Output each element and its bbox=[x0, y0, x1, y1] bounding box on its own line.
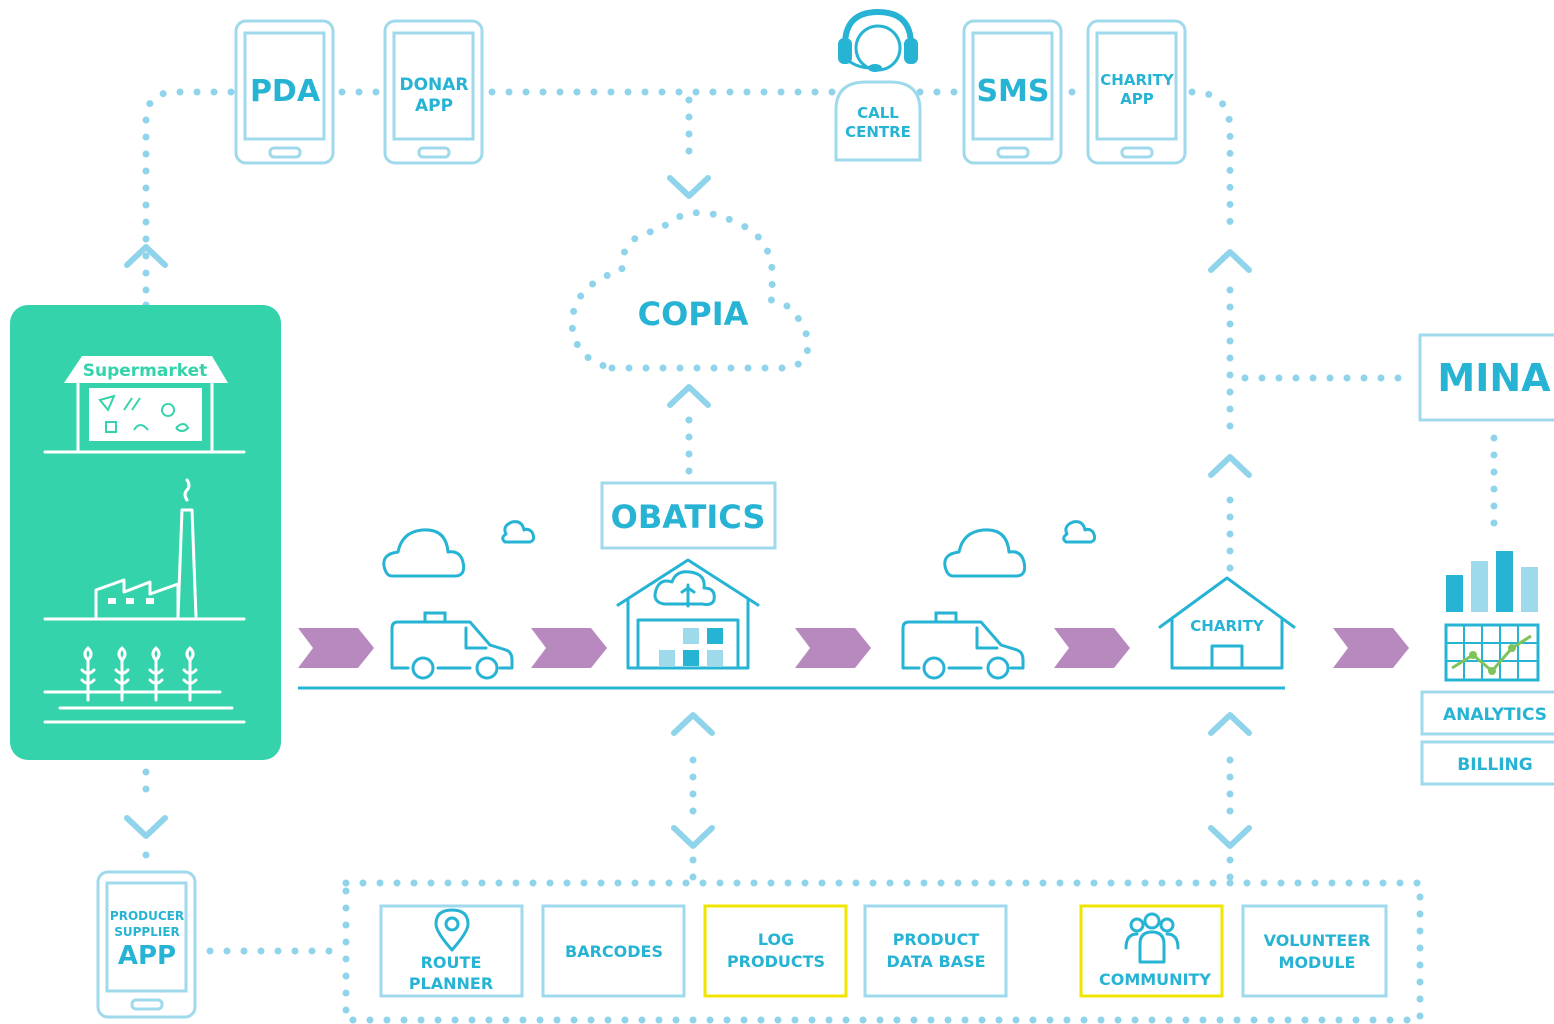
flow-arrow-5 bbox=[1333, 628, 1409, 668]
logistics-flow: CHARITY bbox=[298, 520, 1409, 690]
sms-device[interactable]: SMS bbox=[962, 19, 1063, 165]
obatics-box[interactable]: OBATICS bbox=[600, 481, 777, 550]
delivery-van-icon bbox=[901, 611, 1025, 680]
copia-cloud[interactable]: COPIA bbox=[568, 209, 812, 372]
pda-device[interactable]: PDA bbox=[234, 19, 335, 165]
mina-label: MINA bbox=[1437, 356, 1551, 400]
billing-label: BILLING bbox=[1457, 755, 1532, 775]
factory-icon bbox=[43, 478, 246, 621]
charity-app-label-line1: CHARITY bbox=[1100, 71, 1175, 89]
pda-label: PDA bbox=[250, 74, 321, 109]
headset-icon bbox=[838, 8, 918, 72]
warehouse-icon bbox=[616, 558, 760, 670]
call-centre-label-line2: CENTRE bbox=[845, 123, 911, 141]
volunteer-module[interactable]: VOLUNTEER MODULE bbox=[1241, 904, 1388, 998]
crops-icon bbox=[43, 646, 246, 724]
call-centre[interactable]: CALL CENTRE bbox=[834, 8, 922, 162]
charity-app-label-line2: APP bbox=[1120, 90, 1154, 108]
product-database-label-line2: DATA BASE bbox=[886, 952, 985, 971]
volunteer-module-label-line2: MODULE bbox=[1279, 953, 1356, 972]
analytics-chart-icon bbox=[1444, 551, 1540, 682]
copia-label: COPIA bbox=[638, 295, 749, 333]
producer-app-label-line1: PRODUCER bbox=[110, 909, 184, 923]
flow-arrow-2 bbox=[531, 628, 607, 668]
producer-app-label-line2: SUPPLIER bbox=[114, 925, 180, 939]
product-database-label-line1: PRODUCT bbox=[893, 930, 980, 949]
donar-app-label-line2: APP bbox=[415, 96, 453, 116]
supermarket-icon: Supermarket bbox=[43, 356, 246, 454]
flow-arrow-3 bbox=[795, 628, 871, 668]
flow-arrow-4 bbox=[1054, 628, 1130, 668]
chevrons bbox=[124, 175, 1252, 849]
community-module[interactable]: COMMUNITY bbox=[1079, 904, 1224, 998]
flow-arrow-1 bbox=[298, 628, 374, 668]
barcodes-module[interactable]: BARCODES bbox=[541, 904, 686, 998]
billing-box[interactable]: BILLING bbox=[1420, 740, 1554, 786]
supermarket-label: Supermarket bbox=[83, 361, 208, 381]
cloud-icon bbox=[382, 520, 536, 578]
dotted-connectors bbox=[142, 88, 1498, 1024]
log-products-label-line2: PRODUCTS bbox=[727, 952, 825, 971]
analytics-label: ANALYTICS bbox=[1443, 705, 1547, 725]
log-products-label-line1: LOG bbox=[758, 930, 794, 949]
barcodes-label: BARCODES bbox=[565, 942, 663, 961]
analytics-box[interactable]: ANALYTICS bbox=[1420, 690, 1554, 736]
donar-app-device[interactable]: DONAR APP bbox=[383, 19, 484, 165]
donar-app-label-line1: DONAR bbox=[399, 75, 468, 95]
charity-label: CHARITY bbox=[1190, 617, 1265, 635]
producer-app-label-line3: APP bbox=[118, 941, 176, 971]
charity-building[interactable]: CHARITY bbox=[1158, 576, 1296, 670]
route-planner-module[interactable]: ROUTE PLANNER bbox=[379, 904, 524, 998]
map-pin-icon bbox=[434, 908, 470, 952]
community-label: COMMUNITY bbox=[1099, 970, 1211, 989]
sms-label: SMS bbox=[976, 74, 1049, 109]
obatics-label: OBATICS bbox=[611, 498, 766, 536]
product-database-module[interactable]: PRODUCT DATA BASE bbox=[863, 904, 1008, 998]
cloud-icon bbox=[943, 520, 1097, 578]
people-group-icon bbox=[1124, 912, 1180, 964]
route-planner-label-line1: ROUTE bbox=[421, 953, 482, 972]
mina-box[interactable]: MINA bbox=[1418, 333, 1554, 422]
call-centre-label-line1: CALL bbox=[857, 104, 899, 122]
sources-panel: Supermarket bbox=[10, 305, 281, 760]
charity-app-device[interactable]: CHARITY APP bbox=[1086, 19, 1187, 165]
volunteer-module-label-line1: VOLUNTEER bbox=[1264, 931, 1371, 950]
delivery-van-icon bbox=[390, 611, 514, 680]
log-products-module[interactable]: LOG PRODUCTS bbox=[703, 904, 848, 998]
route-planner-label-line2: PLANNER bbox=[409, 974, 493, 993]
producer-supplier-app-device[interactable]: PRODUCER SUPPLIER APP bbox=[96, 870, 197, 1019]
